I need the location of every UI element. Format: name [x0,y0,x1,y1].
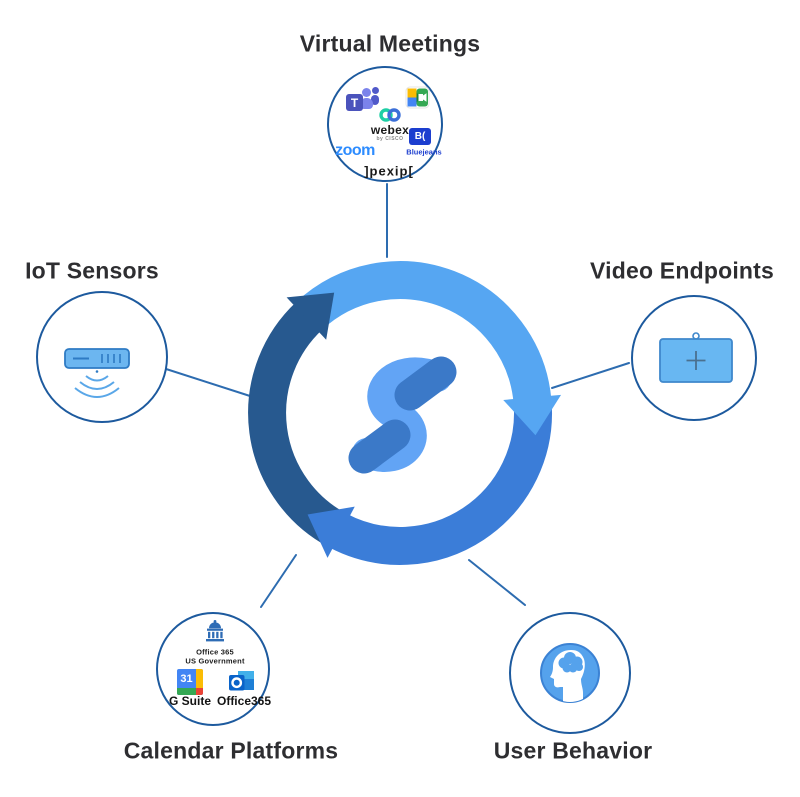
ring-arrow-light-icon [503,394,562,436]
label-iot-sensors: IoT Sensors [25,257,159,284]
label-user-behavior: User Behavior [493,737,653,764]
ring-arrow-medium-icon [307,506,355,558]
ring-arrow-dark-icon [286,292,335,340]
connector-left [162,367,251,397]
outlook-icon [229,671,254,691]
microsoft-teams-icon: T [346,86,379,116]
label-video-endpoints: Video Endpoints [589,257,775,284]
label-virtual-meetings: Virtual Meetings [299,30,481,57]
bluejeans-icon: B( [409,128,431,145]
google-meet-icon [405,86,430,109]
cycle-ring [248,261,562,565]
office365-label: Office365 [216,694,272,708]
webex-wordmark: webex [370,123,410,137]
pexip-wordmark: ]pexip[ [364,163,414,179]
gsuite-label: G Suite [168,694,212,708]
label-calendar-platforms: Calendar Platforms [123,737,339,764]
gcal-day-number: 31 [180,672,193,685]
connector-bottom-right [468,559,526,606]
ring-arc-dark [248,301,347,548]
zoom-wordmark: zoom [335,142,375,159]
government-building-icon [206,620,224,642]
teams-initial: T [350,95,359,110]
ring-arc-medium [328,399,552,565]
gov-label-line1: Office 365 [196,647,234,657]
s-loop-logo-icon [348,356,457,474]
node-user-behavior [509,612,631,734]
bluejeans-wordmark: Bluejeans [406,147,442,157]
video-screen-icon [659,332,733,383]
wireless-sensor-icon [64,348,130,398]
node-iot-sensors [36,291,168,423]
node-video-endpoints [631,295,757,421]
node-calendar-platforms: Office 365 US Government 31 G Suite Offi… [156,612,272,726]
node-virtual-meetings: T webex by CISCO zoom B( Bluejeans ]pexi… [327,66,443,182]
connector-bottom-left [260,554,297,608]
ring-arc-light [296,261,552,404]
webex-icon [379,108,401,122]
connector-right [551,362,630,389]
google-calendar-icon: 31 [177,669,203,695]
gov-label-line2: US Government [185,656,245,666]
head-brain-icon [540,643,600,703]
bluejeans-initial: B( [414,131,426,142]
webex-by-cisco: by CISCO [376,136,404,142]
